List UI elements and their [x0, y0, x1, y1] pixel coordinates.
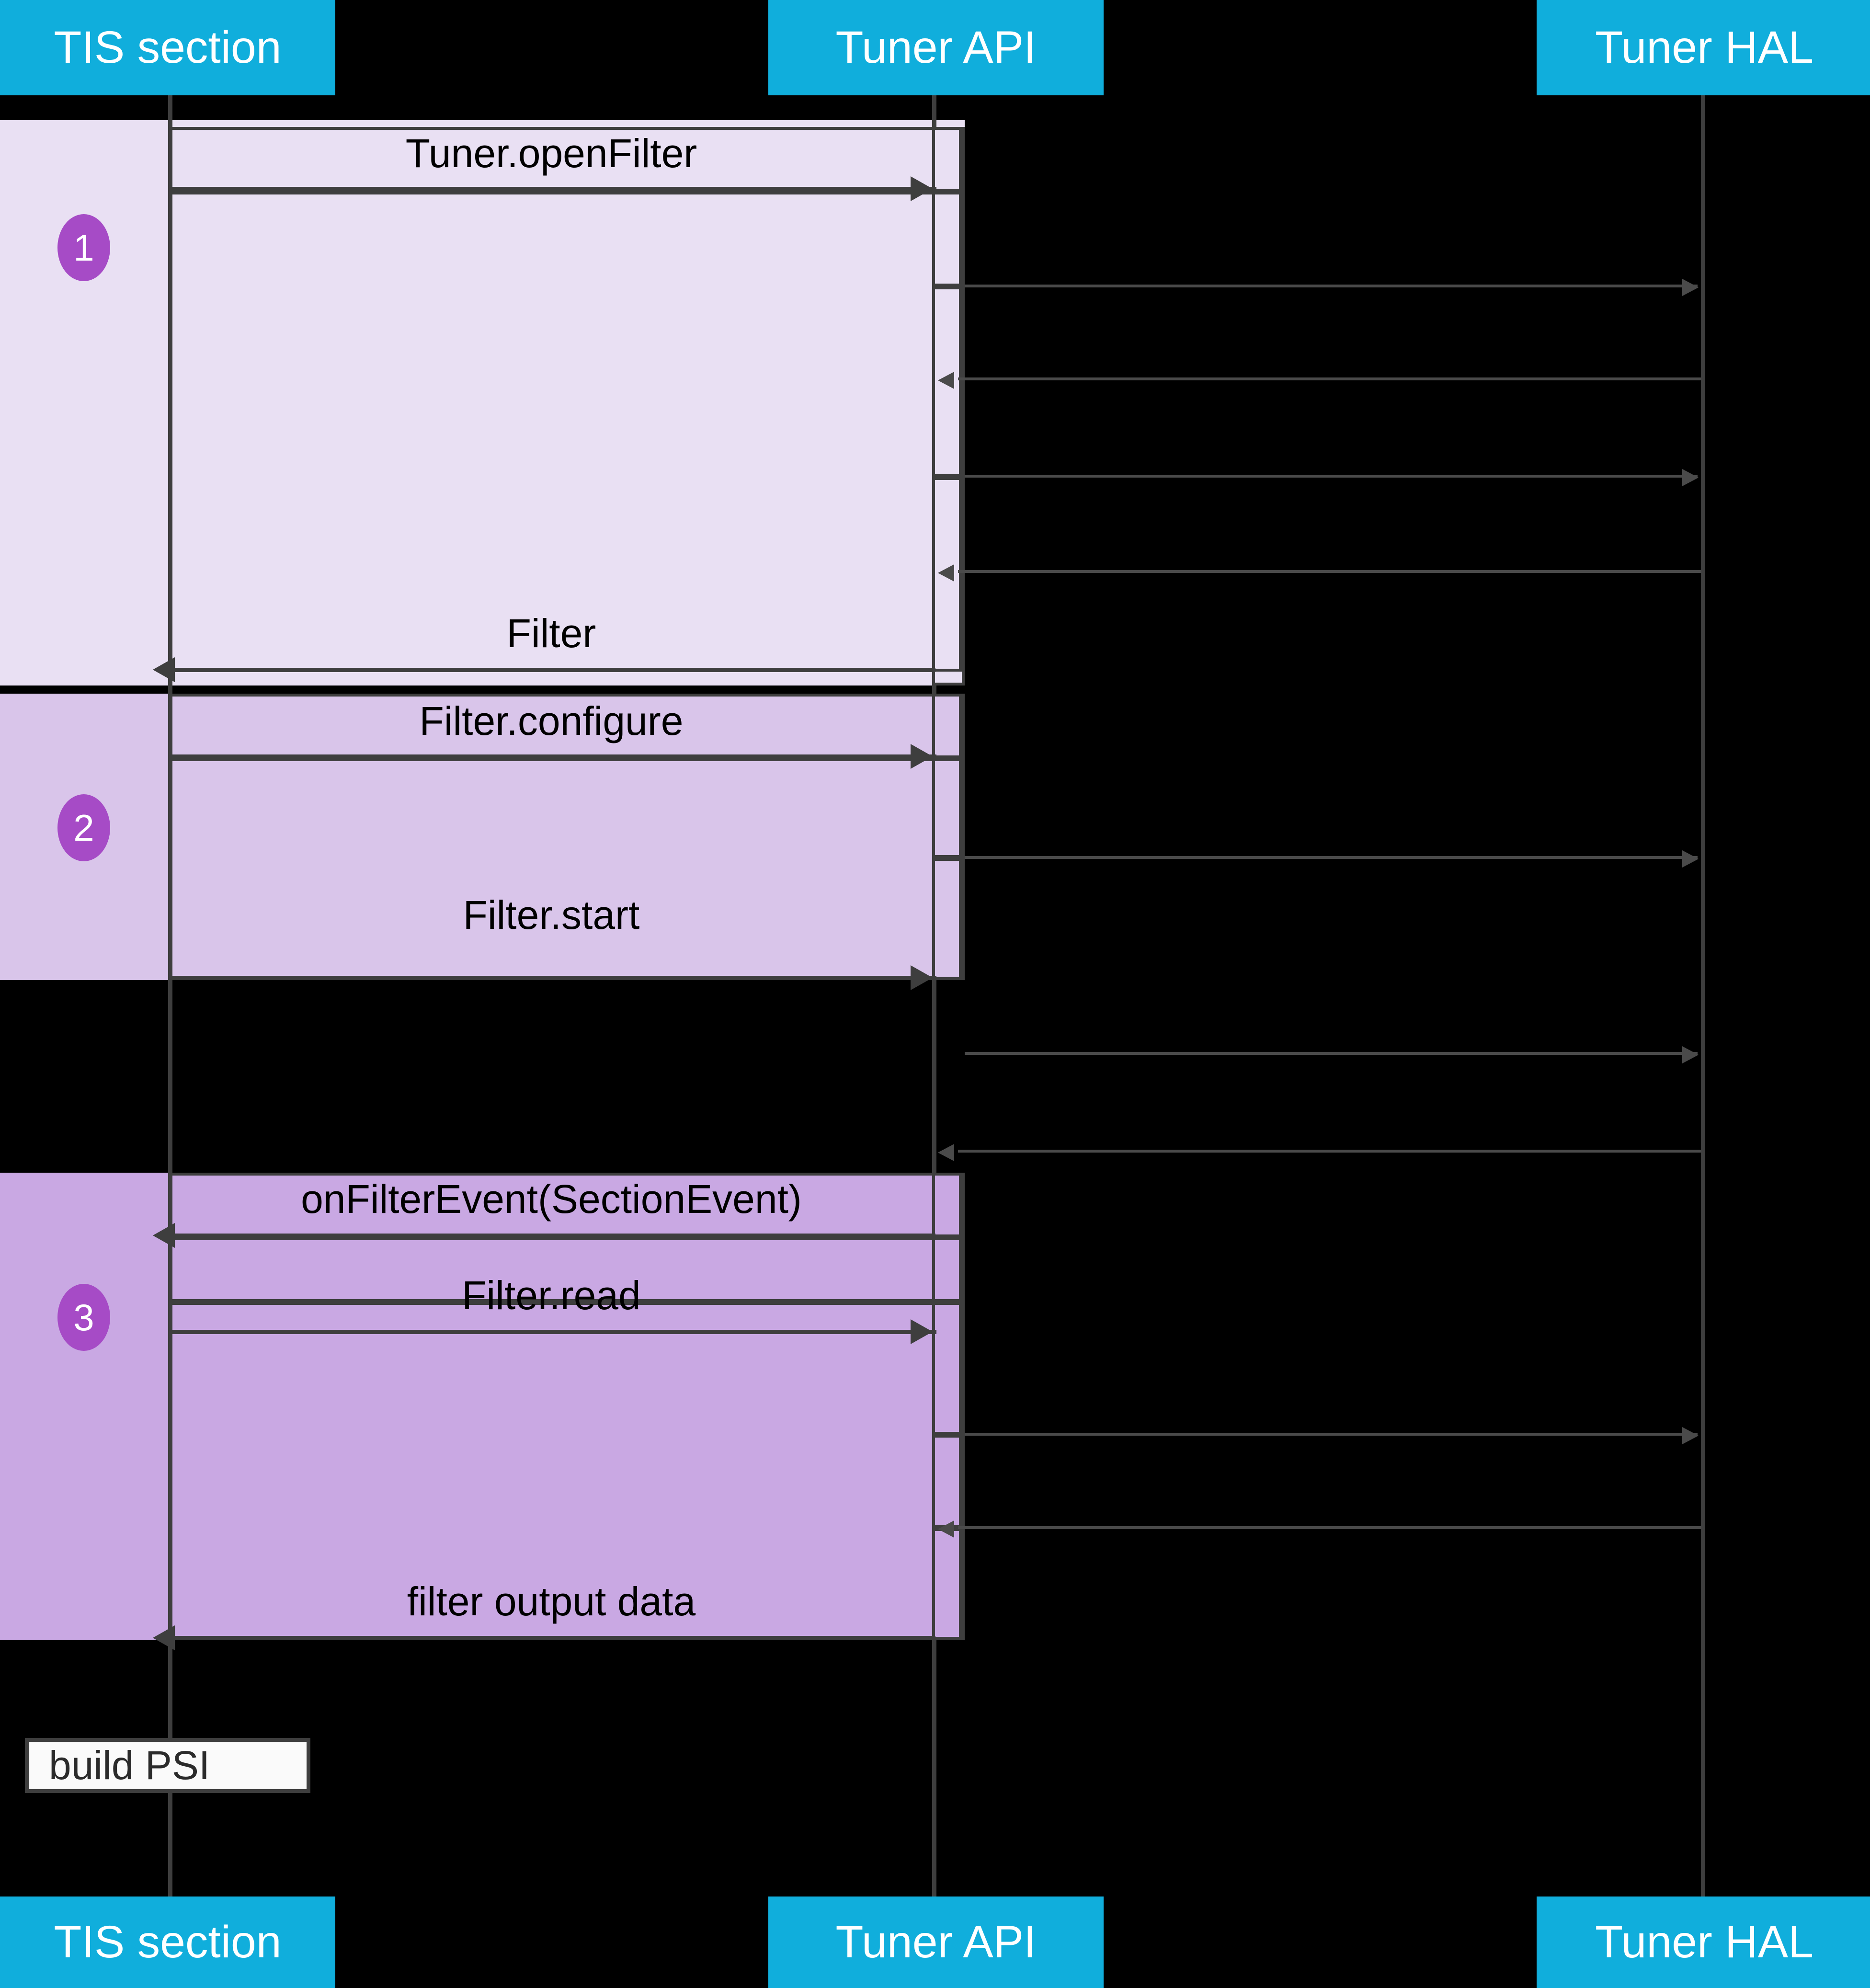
- participant-footer-tuner-hal[interactable]: Tuner HAL: [1537, 1897, 1870, 1988]
- arrow-line-tuner-open-filter: [170, 187, 936, 191]
- arrow-head-on-filter-event: [153, 1223, 175, 1248]
- arrow-head-hal-9: [938, 1520, 954, 1538]
- api-segment-box-6: [932, 1173, 965, 1435]
- message-label-on-filter-event: onFilterEvent(SectionEvent): [301, 1177, 802, 1222]
- message-label-filter-read: Filter.read: [462, 1273, 641, 1318]
- arrow-head-hal-6: [1682, 1046, 1699, 1063]
- api-segment-box-2: [932, 286, 965, 477]
- arrow-line-filter-read: [170, 1330, 936, 1334]
- arrow-line-hal-8: [965, 1433, 1698, 1436]
- arrow-head-filter-configure: [911, 744, 933, 769]
- arrow-head-hal-7: [938, 1144, 954, 1161]
- arrow-head-hal-3: [1682, 469, 1699, 486]
- api-segment-box-3: [932, 477, 965, 686]
- lifeline-tuner-hal: [1701, 95, 1705, 1897]
- note-build-psi: build PSI: [25, 1738, 310, 1793]
- arrow-line-hal-7: [958, 1150, 1701, 1153]
- message-label-filter-output-data: filter output data: [407, 1579, 696, 1624]
- api-segment-box-4: [932, 694, 965, 858]
- arrow-line-filter-return: [175, 668, 935, 672]
- arrow-head-filter-output-data: [153, 1625, 175, 1650]
- arrow-line-hal-1: [965, 285, 1698, 287]
- arrow-head-filter-read: [911, 1319, 933, 1344]
- arrow-head-hal-5: [1682, 850, 1699, 868]
- message-label-filter-configure: Filter.configure: [419, 698, 684, 743]
- arrow-head-hal-4: [938, 564, 954, 582]
- phase-badge-3: 3: [57, 1284, 110, 1351]
- phase-3-band: [0, 1173, 965, 1640]
- arrow-line-hal-5: [965, 856, 1698, 859]
- api-segment-box-5: [932, 858, 965, 980]
- message-box-filter-start: [168, 758, 962, 980]
- arrow-line-hal-9: [958, 1526, 1701, 1529]
- message-box-filter-read: [168, 1237, 962, 1302]
- participant-footer-tuner-api[interactable]: Tuner API: [768, 1897, 1104, 1988]
- arrow-line-hal-4: [958, 570, 1701, 573]
- lifeline-tuner-api: [932, 95, 936, 1897]
- phase-badge-2: 2: [57, 794, 110, 861]
- arrow-head-filter-start: [911, 965, 933, 990]
- arrow-head-filter-return: [153, 657, 175, 682]
- api-segment-box-8: [932, 1528, 965, 1640]
- arrow-head-hal-2: [938, 372, 954, 389]
- arrow-line-filter-configure: [170, 754, 936, 759]
- message-box-open-filter-body: [168, 192, 962, 672]
- lifeline-tis-section: [168, 95, 172, 1897]
- message-label-tuner-open-filter: Tuner.openFilter: [405, 131, 697, 176]
- arrow-line-filter-start: [170, 976, 936, 980]
- participant-header-tuner-hal[interactable]: Tuner HAL: [1537, 0, 1870, 95]
- arrow-head-hal-8: [1682, 1427, 1699, 1444]
- api-segment-box-1: [932, 127, 965, 286]
- participant-footer-tis-section[interactable]: TIS section: [0, 1897, 335, 1988]
- arrow-line-hal-2: [958, 377, 1701, 380]
- participant-header-tuner-api[interactable]: Tuner API: [768, 0, 1104, 95]
- phase-badge-1: 1: [57, 214, 110, 281]
- arrow-head-hal-1: [1682, 279, 1699, 296]
- api-segment-box-7: [932, 1435, 965, 1528]
- message-label-filter-return: Filter: [506, 611, 596, 656]
- phase-2-band: [0, 694, 965, 980]
- phase-1-right-mask: [965, 120, 1870, 686]
- participant-header-tis-section[interactable]: TIS section: [0, 0, 335, 95]
- arrow-head-tuner-open-filter: [911, 176, 933, 201]
- message-label-filter-start: Filter.start: [463, 892, 640, 937]
- arrow-line-on-filter-event: [175, 1234, 935, 1238]
- arrow-line-hal-6: [965, 1052, 1698, 1055]
- arrow-line-filter-output-data: [175, 1636, 935, 1640]
- arrow-line-hal-3: [965, 475, 1698, 478]
